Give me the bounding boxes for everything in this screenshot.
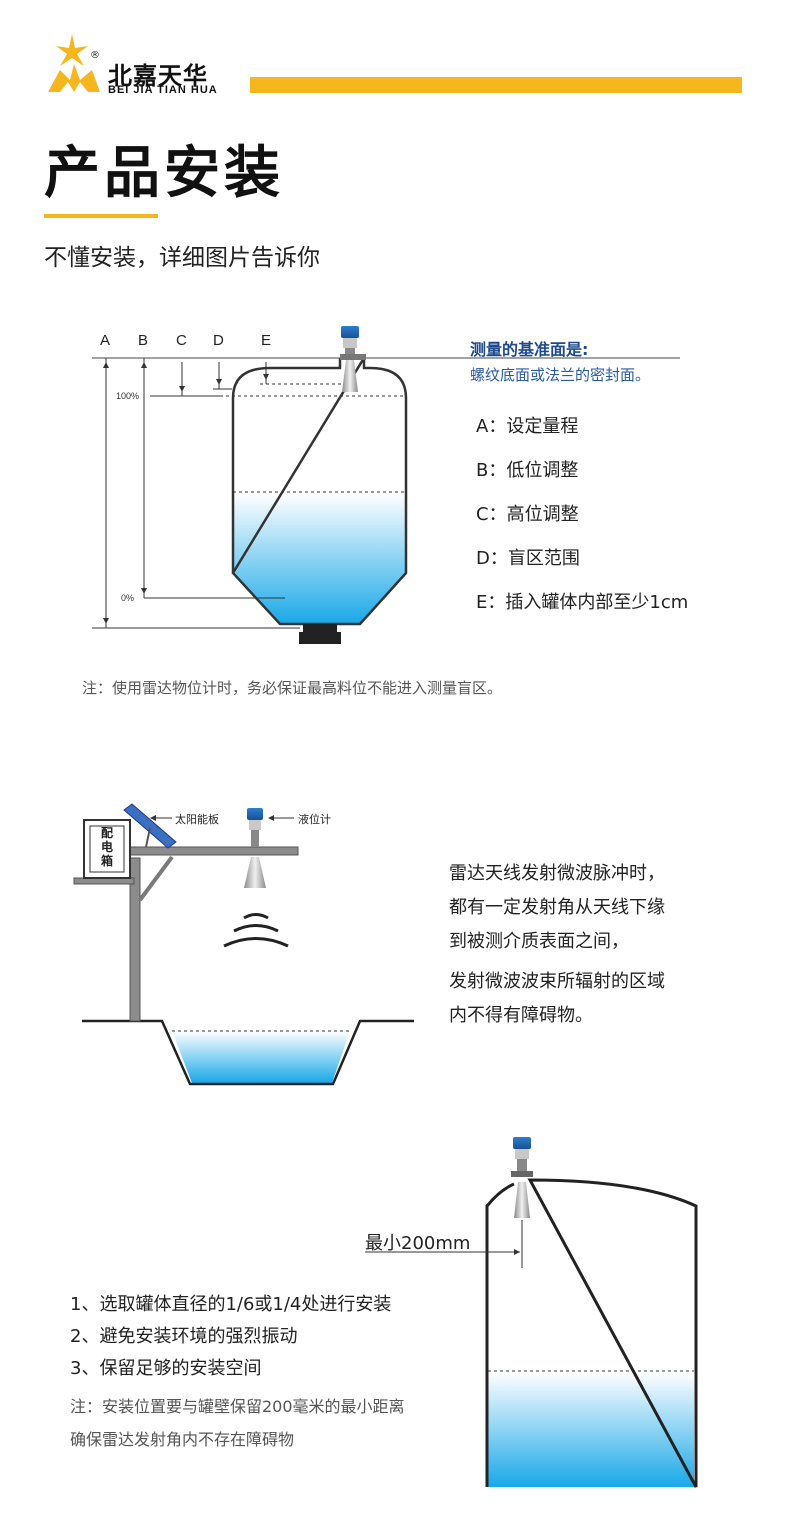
legend-d: D：盲区范围 [476,548,580,569]
registered-mark: ® [90,50,100,61]
install-note: 注：安装位置要与罐壁保留200毫米的最小距离 确保雷达发射角内不存在障碍物 [70,1390,405,1456]
legend-e: E：插入罐体内部至少1cm [476,592,689,613]
legend-b: B：低位调整 [476,460,579,481]
letter-c: C [176,332,187,349]
box-char-2: 电 [100,840,113,854]
header-accent-bar [250,77,742,93]
install-step-2: 2、避免安装环境的强烈振动 [70,1326,298,1347]
level-0-label: 0% [121,593,135,603]
tank-diagram-graphic [92,326,680,644]
paragraph-line-2: 都有一定发射角从天线下缘 [449,897,665,918]
letter-e: E [261,332,272,349]
title-underline [44,214,158,218]
install-note-line-1: 注：安装位置要与罐壁保留200毫米的最小距离 [70,1397,405,1416]
distribution-box-label: 配 电 箱 [99,826,115,868]
box-char-3: 箱 [100,854,113,868]
box-char-1: 配 [100,826,113,840]
brand-name-en: BEI JIA TIAN HUA [108,84,218,96]
legend-c: C：高位调整 [476,504,579,525]
paragraph-line-1: 雷达天线发射微波脉冲时， [449,863,665,884]
paragraph-line-4: 发射微波波束所辐射的区域 [449,971,665,992]
install-step-1: 1、选取罐体直径的1/6或1/4处进行安装 [70,1294,392,1315]
page-title: 产品安装 [44,141,284,206]
reference-text: 螺纹底面或法兰的密封面。 [470,366,651,384]
letter-b: B [138,332,149,349]
install-note-line-2: 确保雷达发射角内不存在障碍物 [70,1430,295,1449]
solar-panel-label: 太阳能板 [175,813,219,826]
level-meter-label: 液位计 [298,813,331,826]
pond-diagram-graphic [73,803,414,1086]
tank-note: 注：使用雷达物位计时，务必保证最高料位不能进入测量盲区。 [82,679,503,697]
radar-paragraph: 雷达天线发射微波脉冲时， 都有一定发射角从天线下缘 到被测介质表面之间， 发射微… [449,857,749,1033]
letter-d: D [213,332,224,349]
level-100-label: 100% [116,391,140,401]
letter-a: A [100,332,111,349]
paragraph-line-3: 到被测介质表面之间， [449,931,629,952]
legend-a: A：设定量程 [476,416,579,437]
brand-name-cn: 北嘉天华 [108,62,208,90]
min-distance-label: 最小200mm [365,1233,471,1254]
reference-title: 测量的基准面是: [470,340,589,359]
paragraph-line-5: 内不得有障碍物。 [449,1005,593,1026]
page-subtitle: 不懂安装，详细图片告诉你 [44,245,320,271]
brand-logo-icon [48,34,742,93]
install-step-3: 3、保留足够的安装空间 [70,1358,262,1379]
